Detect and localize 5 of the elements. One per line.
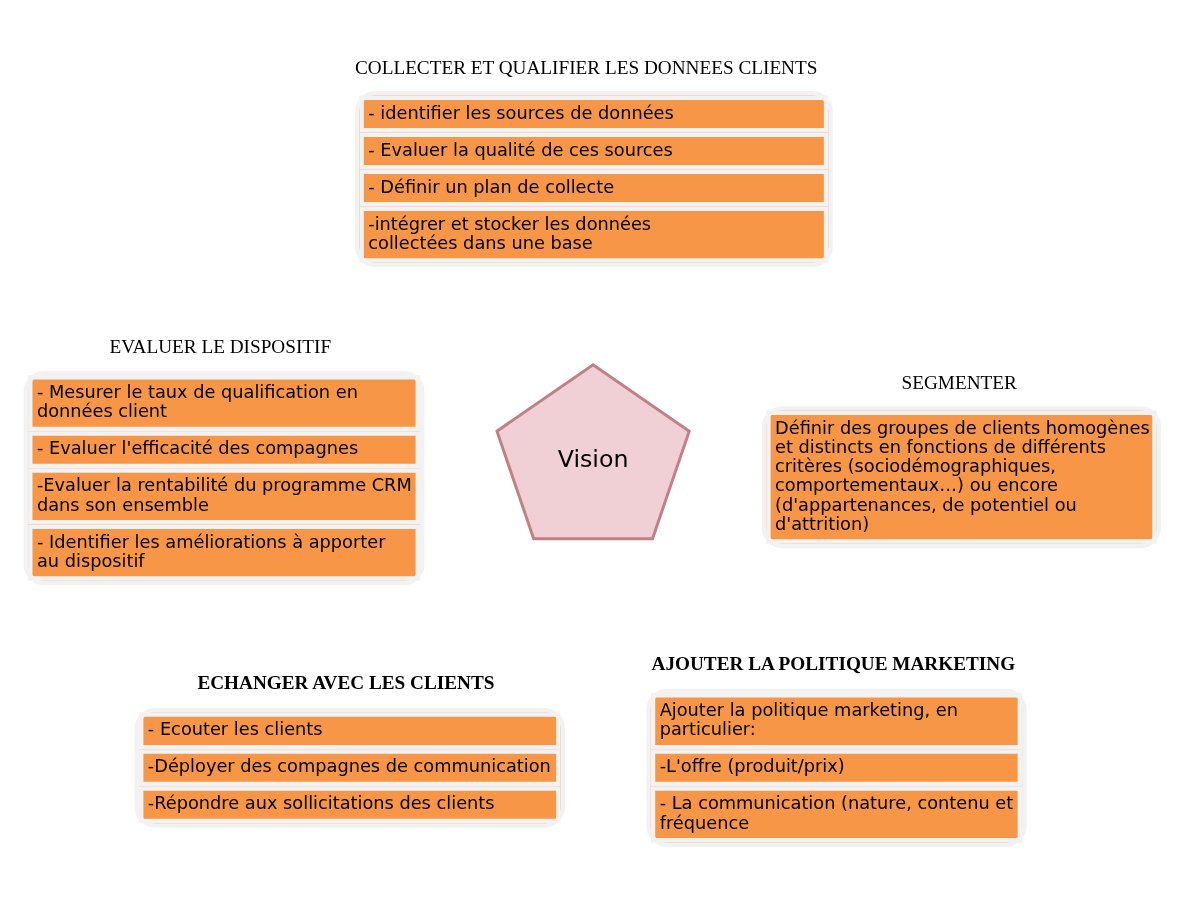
node-label: AJOUTER LA POLITIQUE MARKETING xyxy=(651,653,1016,675)
node-label: ECHANGER AVEC LES CLIENTS xyxy=(197,672,495,694)
node-label: COLLECTER ET QUALIFIER LES DONNEES CLIENTS xyxy=(354,56,818,78)
node-label: EVALUER LE DISPOSITIF xyxy=(109,336,332,358)
node-label: SEGMENTER xyxy=(901,371,1017,393)
